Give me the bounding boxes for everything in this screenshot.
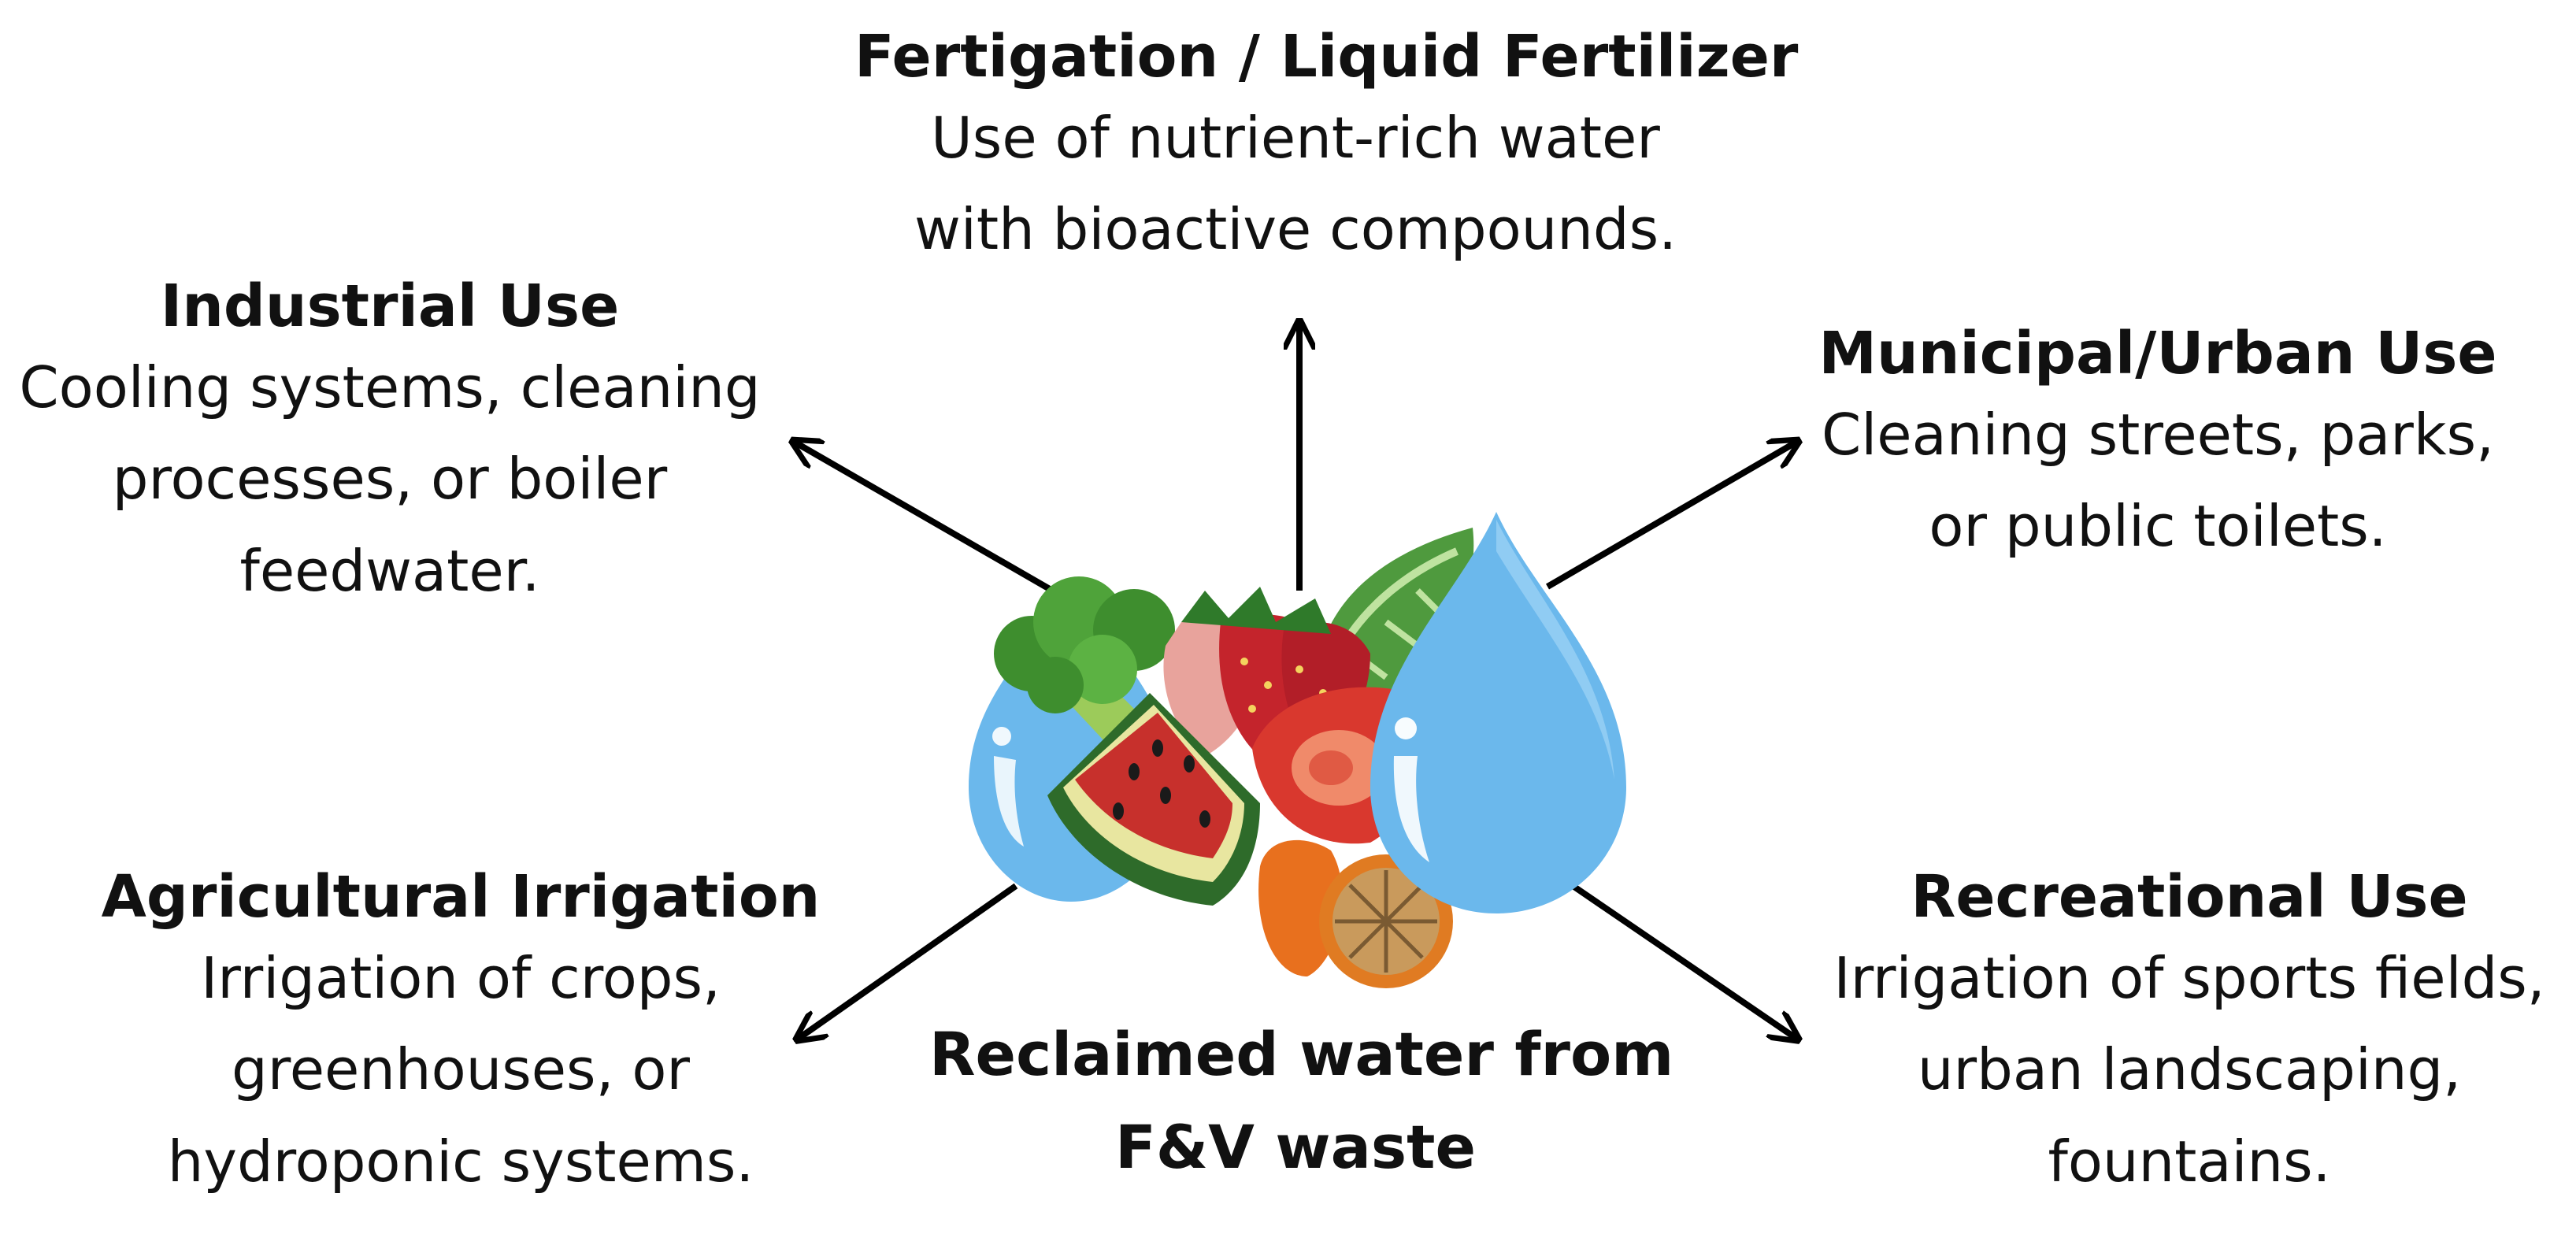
- municipal-line: or public toilets.: [1929, 493, 2387, 560]
- fertigation-line: with bioactive compounds.: [914, 196, 1677, 263]
- fertigation-title: Fertigation / Liquid Fertilizer: [854, 23, 1799, 91]
- water-drop-icon: [1370, 512, 1626, 913]
- industrial-line: processes, or boiler: [112, 446, 668, 513]
- agricultural-block: Agricultural Irrigation Irrigation of cr…: [95, 862, 827, 1208]
- industrial-line: Cooling systems, cleaning: [19, 354, 761, 421]
- industrial-block: Industrial Use Cooling systems, cleaning…: [0, 272, 780, 617]
- center-label-line: Reclaimed water from: [929, 1019, 1674, 1089]
- arrow-to-municipal: [1545, 443, 1796, 590]
- recreational-title: Recreational Use: [1911, 863, 2468, 931]
- agricultural-title: Agricultural Irrigation: [101, 863, 821, 931]
- center-label: Reclaimed water from F&V waste: [929, 1008, 1674, 1194]
- industrial-title: Industrial Use: [160, 272, 620, 340]
- municipal-title: Municipal/Urban Use: [1818, 320, 2497, 387]
- municipal-line: Cleaning streets, parks,: [1822, 401, 2494, 468]
- recreational-block: Recreational Use Irrigation of sports fi…: [1811, 862, 2567, 1208]
- agricultural-line: greenhouses, or: [231, 1036, 690, 1103]
- center-label-line: F&V waste: [1114, 1111, 1477, 1182]
- watermelon-icon: [1047, 693, 1260, 906]
- fertigation-line: Use of nutrient-rich water: [931, 104, 1660, 171]
- recreational-line: Irrigation of sports fields,: [1833, 944, 2545, 1011]
- arrow-to-industrial: [795, 443, 1061, 598]
- recreational-line: fountains.: [2048, 1128, 2331, 1195]
- arrow-to-agricultural: [799, 883, 1018, 1038]
- industrial-line: feedwater.: [239, 538, 540, 605]
- agricultural-line: hydroponic systems.: [167, 1128, 754, 1195]
- fertigation-block: Fertigation / Liquid Fertilizer Use of n…: [854, 22, 1799, 276]
- agricultural-line: Irrigation of crops,: [201, 944, 721, 1011]
- arrow-to-recreational: [1565, 879, 1796, 1038]
- recreational-line: urban landscaping,: [1917, 1036, 2462, 1103]
- municipal-block: Municipal/Urban Use Cleaning streets, pa…: [1780, 319, 2536, 572]
